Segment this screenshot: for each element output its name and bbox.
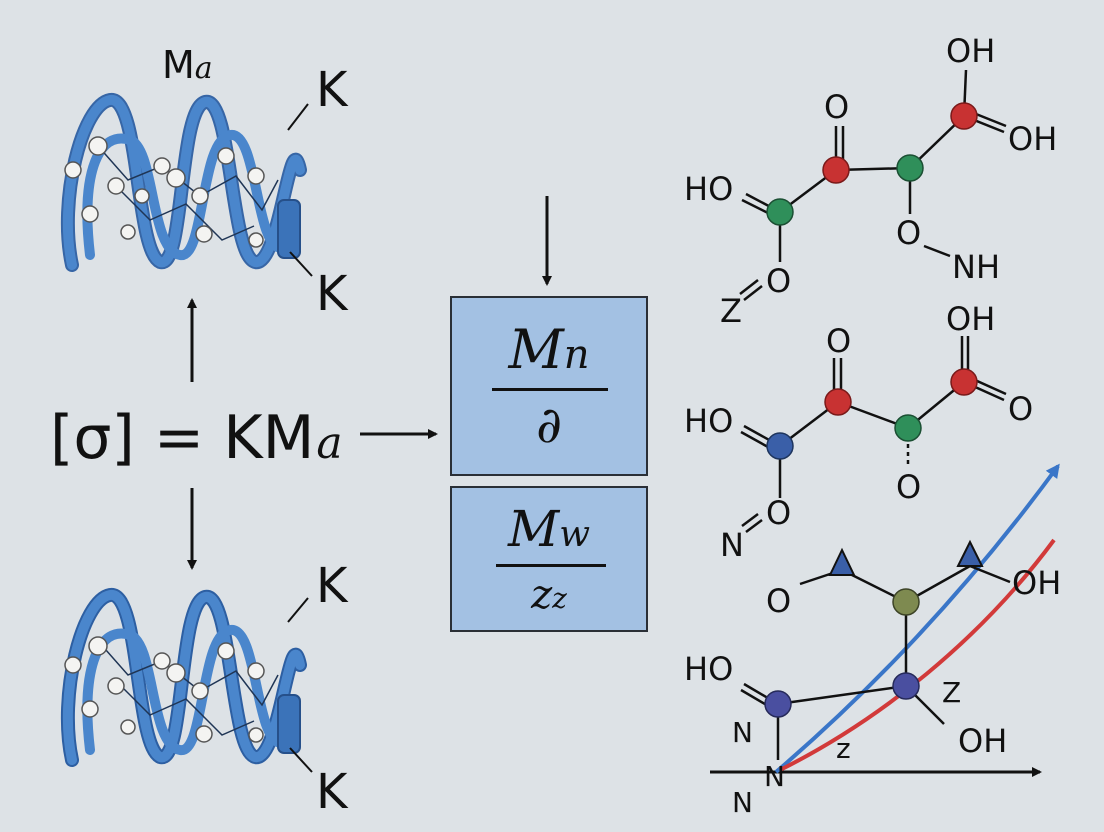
mw-formula-box: Mw zz	[450, 486, 648, 632]
m3-n-mid: N	[732, 716, 753, 749]
protein-helix-bottom	[60, 588, 313, 773]
m3-n-axis: N	[764, 760, 785, 793]
m1-z: Z	[720, 292, 742, 330]
m1-o-mid: O	[896, 214, 921, 252]
box2-denominator-sub: z	[552, 582, 567, 615]
red-trend-line	[779, 538, 1056, 772]
m3-oh-right: OH	[1012, 564, 1061, 602]
box2-denominator-main: z	[531, 572, 553, 618]
box1-denominator: ∂	[536, 396, 562, 454]
m2-ho-left: HO	[684, 402, 733, 440]
molecule-2: OH O O HO O O N	[684, 300, 1033, 564]
k-label-3: K	[316, 558, 349, 614]
m2-o-bottom: O	[896, 468, 921, 506]
molecule-3: O OH HO Z N z OH N N	[684, 463, 1061, 819]
box2-numerator-main: M	[507, 500, 560, 558]
m1-o-low: O	[766, 262, 791, 300]
m2-n: N	[720, 526, 744, 564]
m2-oh-top: OH	[946, 300, 995, 338]
m3-o-left: O	[766, 582, 791, 620]
m1-oh-right: OH	[1008, 120, 1057, 158]
m1-o-top: O	[824, 88, 849, 126]
arrows-left	[187, 196, 552, 570]
mn-formula-box: Mn ∂	[450, 296, 648, 476]
molecule-1: OH O OH HO O NH O Z	[684, 32, 1057, 330]
box2-numerator-sub: w	[559, 514, 591, 555]
k-label-4: K	[316, 764, 349, 820]
m1-nh: NH	[952, 248, 1000, 286]
box1-numerator: Mn	[452, 318, 646, 381]
m1-ho-left: HO	[684, 170, 733, 208]
m3-oh-low: OH	[958, 722, 1007, 760]
box1-fraction-bar	[492, 388, 608, 391]
m3-n-bottom: N	[732, 786, 753, 819]
m1-oh-top: OH	[946, 32, 995, 70]
helix-label-ma: Ma	[162, 43, 213, 87]
m2-o-top: O	[826, 322, 851, 360]
box1-numerator-sub: n	[563, 332, 590, 378]
blue-trend-line	[774, 463, 1060, 774]
box2-numerator: Mw	[452, 500, 646, 558]
box2-denominator: zz	[452, 572, 646, 618]
m3-z-right: Z	[942, 676, 961, 709]
m3-z-mid: z	[836, 732, 851, 765]
m3-ho-left: HO	[684, 650, 733, 688]
k-label-2: K	[316, 266, 349, 322]
m2-o-right: O	[1008, 390, 1033, 428]
k-label-1: K	[316, 62, 349, 118]
m2-o-low: O	[766, 494, 791, 532]
protein-helix-top	[60, 93, 313, 277]
box2-fraction-bar	[496, 564, 606, 567]
equation: [σ] = KMa	[50, 403, 343, 473]
box1-numerator-main: M	[508, 318, 564, 381]
